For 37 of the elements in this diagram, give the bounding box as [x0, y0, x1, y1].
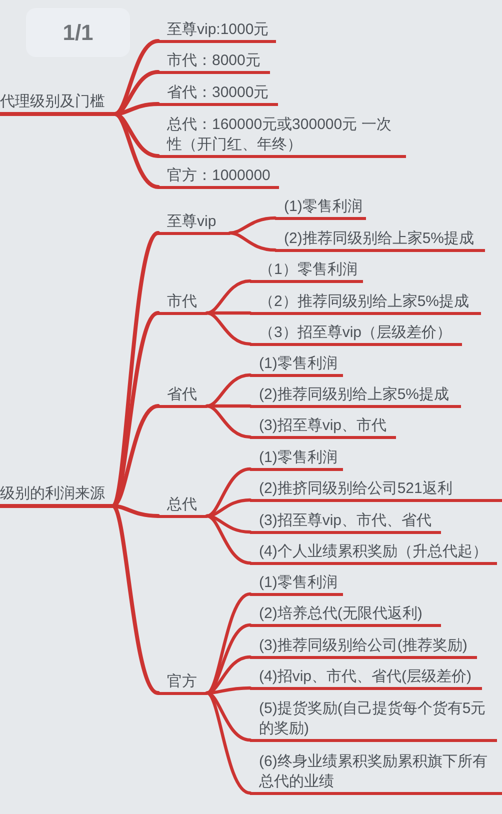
branch-line	[205, 404, 252, 439]
main-branch-label: 代理级别及门槛	[0, 92, 115, 116]
leaf-label: （2）推荐同级别给上家5%提成	[250, 292, 481, 314]
branch-label: 省代	[158, 384, 207, 408]
leaf-label: (1)零售利润	[275, 196, 366, 220]
leaf-label: (1)零售利润	[250, 448, 343, 470]
leaf-label: (4)个人业绩累积奖励（升总代起）	[250, 542, 497, 564]
leaf-label: 至尊vip:1000元	[158, 20, 276, 42]
leaf-label: 省代：30000元	[158, 82, 278, 106]
leaf-label: (3)招至尊vip、市代、省代	[250, 510, 441, 534]
leaf-label: (2)推挤同级别给公司521返利	[250, 478, 502, 502]
leaf-label: （1）零售利润	[250, 260, 363, 282]
leaf-label: (3)招至尊vip、市代	[250, 416, 396, 438]
leaf-label: （3）招至尊vip（层级差价）	[250, 322, 462, 346]
branch-line	[228, 231, 277, 252]
page-counter: 1/1	[26, 8, 130, 57]
leaf-label: (2)推荐同级别给上家5%提成	[275, 228, 485, 252]
branch-label: 市代	[158, 292, 207, 314]
main-branch-label: 级别的利润来源	[0, 484, 113, 508]
branch-line	[205, 311, 252, 346]
leaf-label: (1)零售利润	[250, 572, 343, 596]
leaf-label: (5)提货奖励(自己提货每个货有5元的奖励)	[250, 698, 497, 742]
leaf-label: (6)终身业绩累积奖励累积旗下所有总代的业绩	[250, 752, 502, 794]
branch-label: 官方	[158, 672, 207, 694]
branch-line	[205, 514, 252, 565]
leaf-label: (3)推荐同级别给公司(推荐奖励)	[250, 636, 477, 658]
branch-label: 总代	[158, 494, 207, 518]
leaf-label: 总代：160000元或300000元 一次性（开门红、年终）	[158, 114, 406, 158]
branch-line	[205, 691, 252, 795]
leaf-label: 官方：1000000	[158, 166, 279, 188]
leaf-label: (4)招vip、市代、省代(层级差价)	[250, 666, 482, 690]
branch-label: 至尊vip	[158, 212, 230, 234]
leaf-label: 市代：8000元	[158, 50, 270, 74]
branch-line	[205, 498, 252, 518]
leaf-label: (2)推荐同级别给上家5%提成	[250, 384, 461, 408]
leaf-label: (1)零售利润	[250, 354, 343, 376]
leaf-label: (2)培养总代(无限代返利)	[250, 604, 441, 626]
